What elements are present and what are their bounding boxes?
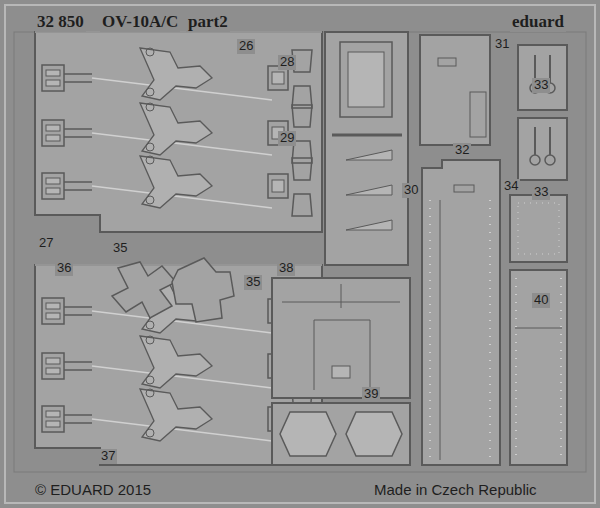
callout-number: 36 [55, 261, 73, 276]
callout-number: 32 [453, 143, 471, 158]
callout-number: 35 [244, 275, 262, 290]
copyright-note: © EDUARD 2015 [33, 481, 153, 498]
callout-number: 27 [37, 236, 55, 251]
callout-number: 30 [402, 183, 420, 198]
callout-number: 38 [277, 261, 295, 276]
callout-number: 26 [237, 39, 255, 54]
callout-number: 33 [532, 78, 550, 93]
callout-number: 39 [362, 387, 380, 402]
callout-number: 35 [111, 241, 129, 256]
kit-title: OV-10A/C [100, 12, 180, 32]
callout-number: 33 [532, 185, 550, 200]
callout-number: 34 [502, 179, 520, 194]
part-number: 32 850 [35, 12, 86, 32]
callout-number: 40 [532, 293, 550, 308]
brand-name: eduard [510, 12, 566, 32]
callout-number: 29 [278, 131, 296, 146]
callout-number: 37 [99, 449, 117, 464]
callout-number: 28 [278, 55, 296, 70]
origin-note: Made in Czech Republic [372, 481, 539, 498]
callout-number: 31 [493, 37, 511, 52]
sheet-label: part2 [186, 12, 230, 32]
